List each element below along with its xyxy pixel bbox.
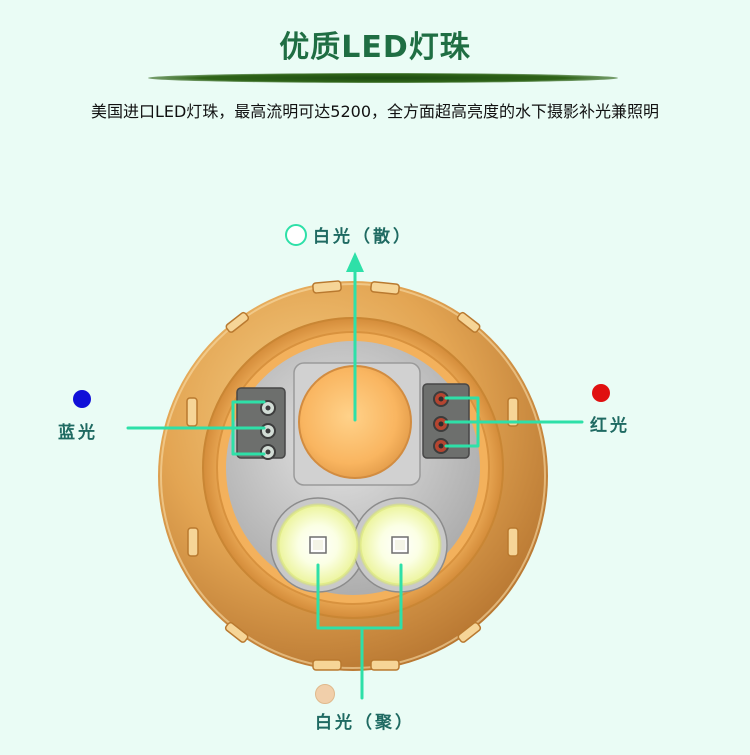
red-dot <box>592 384 610 402</box>
blue-led-board <box>236 387 286 459</box>
bezel-notches <box>186 280 519 671</box>
white-spot-dot <box>315 684 335 704</box>
white-flood-dot <box>285 224 307 246</box>
arrow-head <box>346 252 364 272</box>
blue-dot <box>73 390 91 408</box>
label-red: 红光 <box>590 416 630 436</box>
label-white-spot: 白光（聚） <box>315 713 415 733</box>
pointer-lines <box>126 266 584 700</box>
blue-leds <box>260 400 276 460</box>
page-subtitle: 美国进口LED灯珠，最高流明可达5200，全方面超高亮度的水下摄影补光兼照明 <box>90 102 660 121</box>
page-title: 优质LED灯珠 <box>279 30 471 65</box>
label-blue: 蓝光 <box>58 423 98 443</box>
bezel-highlight <box>160 283 546 669</box>
label-white-flood: 白光（散） <box>313 227 413 247</box>
title-underline <box>148 73 618 83</box>
